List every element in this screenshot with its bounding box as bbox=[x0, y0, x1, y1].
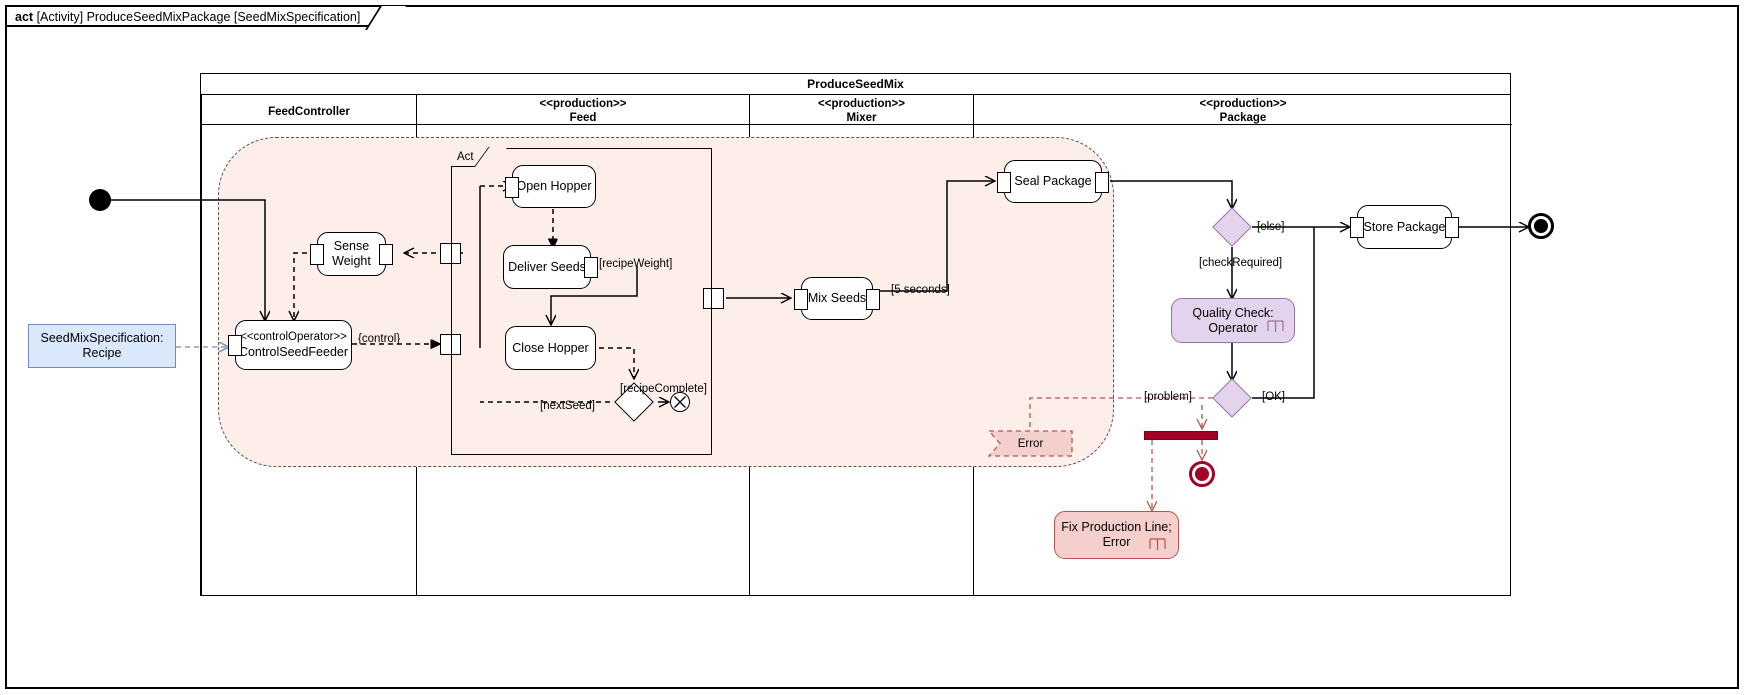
action-open-hopper[interactable]: Open Hopper bbox=[505, 165, 596, 208]
quality-check-line1: Quality Check: bbox=[1192, 305, 1274, 320]
partition-title: ProduceSeedMix bbox=[201, 74, 1510, 95]
fork-node-error bbox=[1144, 431, 1218, 440]
error-signal-label: Error bbox=[1017, 437, 1044, 450]
lane-name-mixer: Mixer bbox=[846, 112, 877, 124]
open-hopper-label: Open Hopper bbox=[516, 179, 592, 193]
input-pin-sense-weight bbox=[310, 244, 324, 265]
act-pin-output bbox=[703, 288, 724, 309]
error-signal-shape bbox=[987, 430, 1073, 457]
activity-final-node bbox=[1528, 213, 1554, 239]
action-quality-check[interactable]: Quality Check: Operator bbox=[1171, 298, 1295, 343]
structured-activity-node-act bbox=[451, 148, 712, 455]
sense-weight-line2: Weight bbox=[332, 254, 371, 268]
lane-stereotype-package: <<production>> bbox=[1199, 98, 1287, 110]
lane-header-feed: <<production>> Feed bbox=[417, 95, 749, 125]
action-deliver-seeds[interactable]: Deliver Seeds bbox=[503, 245, 598, 289]
object-node-recipe: SeedMixSpecification: Recipe bbox=[28, 324, 176, 368]
edge-label-recipe-weight: [recipeWeight] bbox=[599, 258, 673, 270]
close-hopper-label: Close Hopper bbox=[512, 340, 589, 355]
action-mix-seeds[interactable]: Mix Seeds bbox=[794, 277, 880, 320]
control-seed-feeder-name: ControlSeedFeeder bbox=[238, 345, 349, 359]
frame-title-tab: act [Activity] ProduceSeedMixPackage [Se… bbox=[5, 5, 407, 30]
edge-label-problem: [problem] bbox=[1144, 391, 1192, 403]
deliver-seeds-label: Deliver Seeds bbox=[508, 259, 586, 274]
recipe-line1: SeedMixSpecification: bbox=[40, 331, 164, 345]
input-pin-open-hopper bbox=[505, 176, 519, 198]
action-control-seed-feeder[interactable]: <<controlOperator>> ControlSeedFeeder bbox=[228, 320, 352, 370]
lane-stereotype-mixer: <<production>> bbox=[818, 98, 905, 110]
seal-package-label: Seal Package bbox=[1014, 174, 1092, 188]
action-seal-package[interactable]: Seal Package bbox=[997, 160, 1109, 203]
quality-check-line2: Operator bbox=[1208, 320, 1258, 335]
lane-name-package: Package bbox=[1219, 112, 1267, 124]
input-pin-mix-seeds bbox=[794, 288, 808, 310]
fix-production-line1: Fix Production Line; bbox=[1061, 520, 1172, 534]
edge-label-else: [else] bbox=[1257, 221, 1285, 233]
flow-final-node bbox=[670, 392, 690, 412]
activity-final-error-inner bbox=[1195, 467, 1209, 481]
activity-final-inner bbox=[1534, 219, 1548, 233]
lane-feedcontroller: FeedController bbox=[201, 95, 416, 595]
action-sense-weight[interactable]: Sense Weight bbox=[310, 232, 393, 276]
output-pin-deliver-seeds bbox=[584, 257, 598, 278]
activity-final-node-error bbox=[1189, 461, 1215, 487]
output-pin-mix-seeds bbox=[866, 288, 880, 310]
act-label: Act bbox=[457, 151, 474, 163]
store-package-label: Store Package bbox=[1363, 219, 1446, 234]
action-fix-production-line[interactable]: Fix Production Line; Error bbox=[1054, 511, 1179, 559]
input-pin-store-package bbox=[1350, 217, 1364, 238]
edge-label-next-seed: [nextSeed] bbox=[540, 400, 595, 412]
edge-label-control: {control} bbox=[358, 333, 401, 345]
action-store-package[interactable]: Store Package bbox=[1350, 205, 1459, 249]
edge-label-five-seconds: [5 seconds] bbox=[891, 284, 950, 296]
accept-event-error[interactable]: Error bbox=[987, 430, 1073, 457]
edge-label-check-required: [checkRequired] bbox=[1199, 257, 1283, 269]
lane-name-feed: Feed bbox=[569, 112, 597, 124]
activity-frame bbox=[5, 5, 1739, 689]
fix-production-line2: Error bbox=[1102, 535, 1131, 549]
lane-header-package: <<production>> Package bbox=[974, 95, 1512, 125]
act-pin-control bbox=[440, 334, 461, 355]
input-pin-control-seed-feeder bbox=[228, 335, 242, 356]
control-seed-feeder-stereotype: <<controlOperator>> bbox=[240, 331, 347, 343]
mix-seeds-label: Mix Seeds bbox=[807, 291, 867, 305]
operator-icon-fix bbox=[1149, 538, 1166, 550]
frame-keyword: act bbox=[15, 10, 34, 24]
flow-final-x-icon bbox=[674, 396, 686, 408]
edge-label-recipe-complete: [recipeComplete] bbox=[620, 383, 707, 395]
input-pin-seal-package bbox=[997, 171, 1011, 193]
output-pin-sense-weight bbox=[379, 244, 393, 265]
edge-label-ok: [OK] bbox=[1262, 391, 1286, 403]
recipe-line2: Recipe bbox=[82, 346, 122, 360]
lane-stereotype-feed: <<production>> bbox=[539, 98, 627, 110]
act-pin-sense bbox=[440, 243, 461, 264]
frame-label: [Activity] ProduceSeedMixPackage [SeedMi… bbox=[36, 10, 361, 24]
act-label-tab: Act bbox=[451, 147, 508, 167]
initial-node bbox=[89, 189, 111, 211]
sense-weight-line1: Sense bbox=[333, 239, 370, 253]
action-close-hopper[interactable]: Close Hopper bbox=[505, 326, 596, 370]
lane-header-feedcontroller: FeedController bbox=[202, 95, 416, 125]
lane-name-feedcontroller: FeedController bbox=[268, 106, 350, 118]
output-pin-seal-package bbox=[1095, 171, 1109, 193]
operator-icon bbox=[1267, 320, 1284, 332]
lane-header-mixer: <<production>> Mixer bbox=[750, 95, 973, 125]
output-pin-store-package bbox=[1445, 217, 1459, 238]
